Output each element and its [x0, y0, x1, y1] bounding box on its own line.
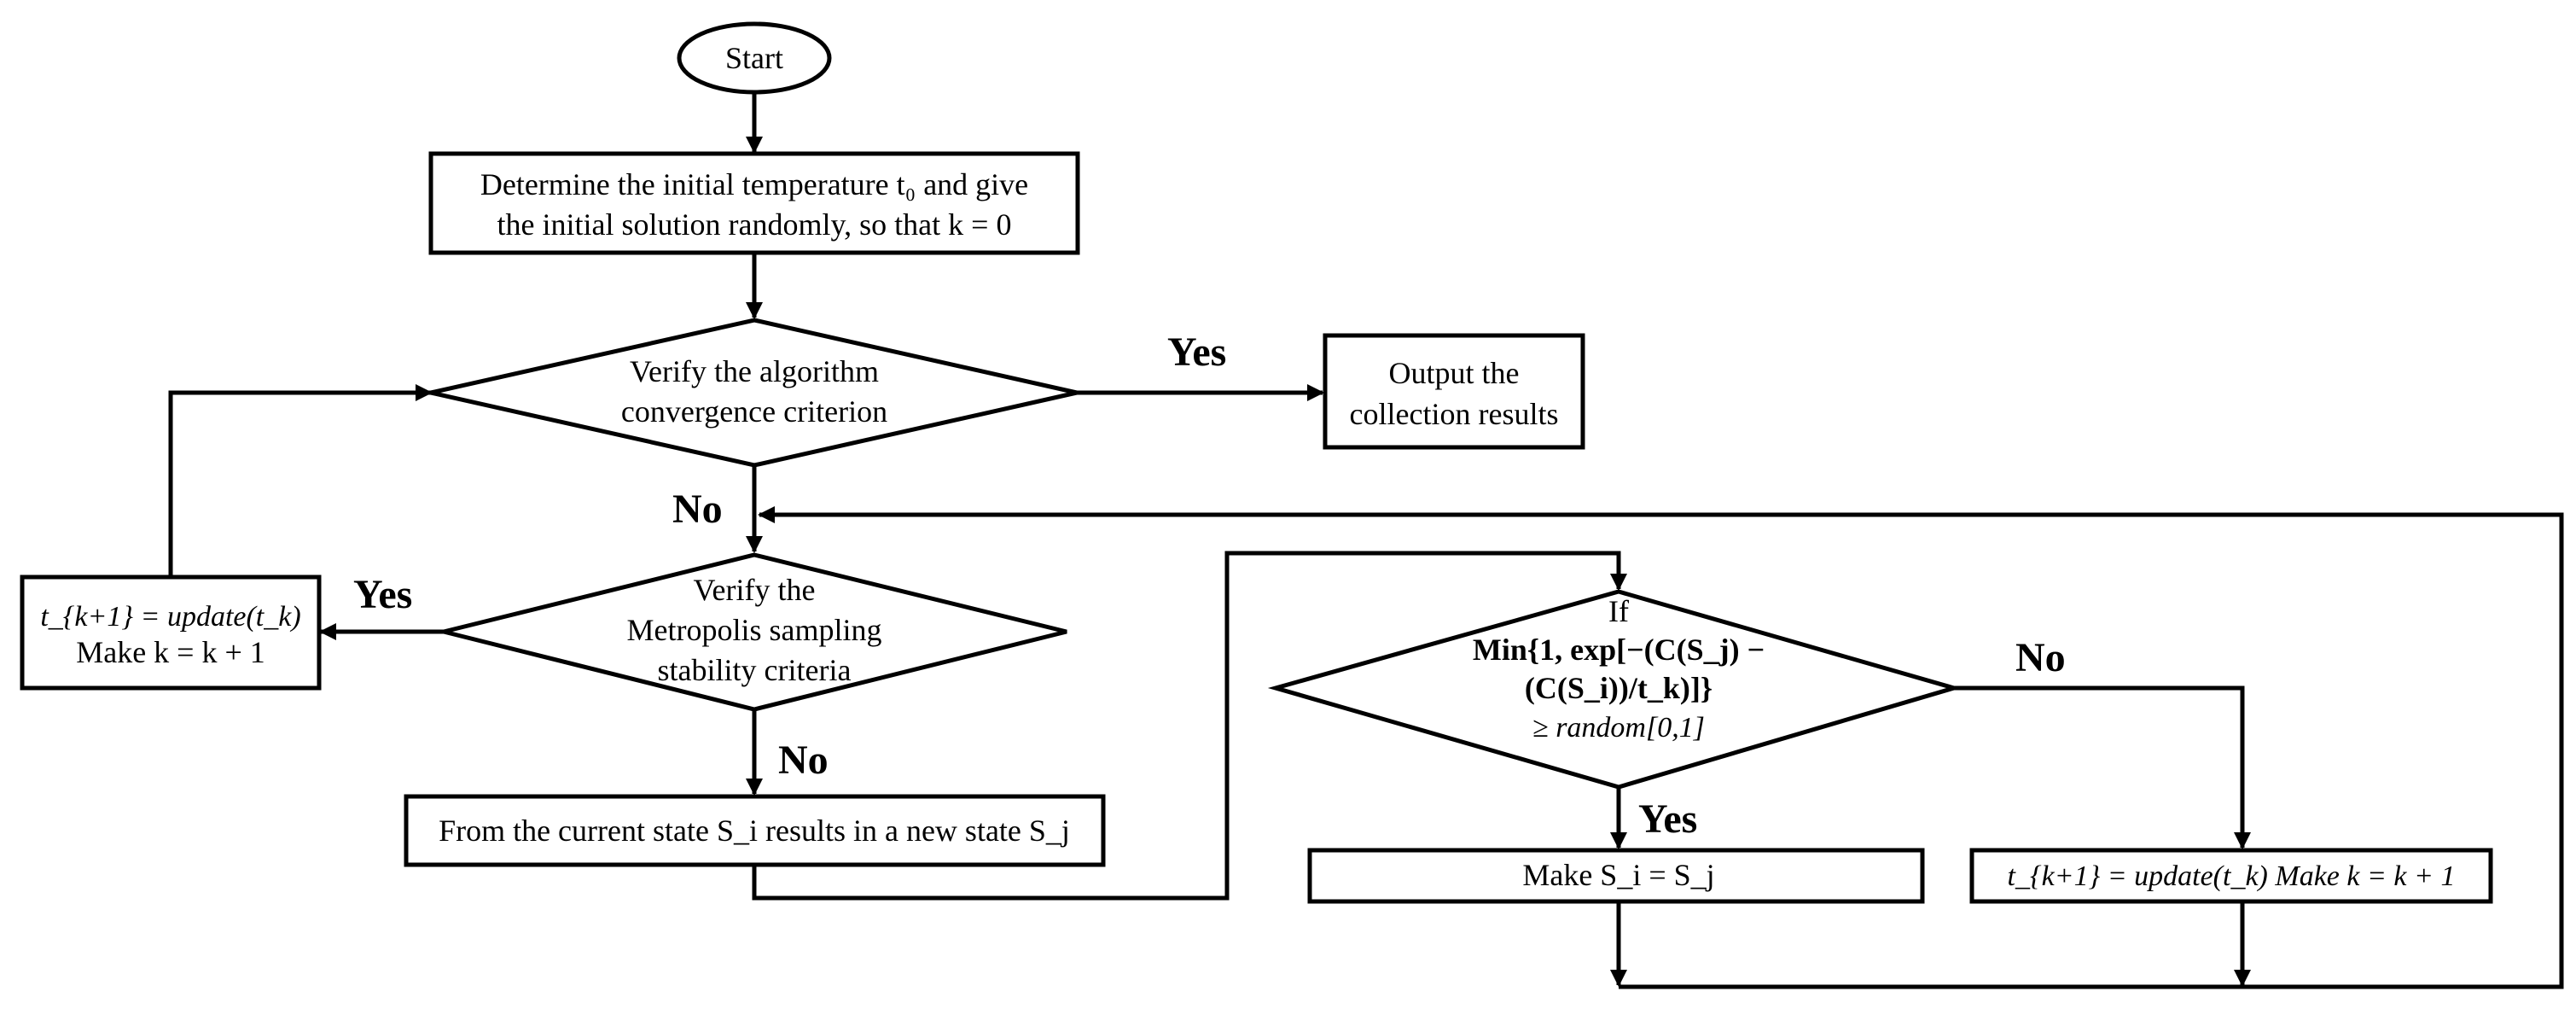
- make-equal-box: [1307, 848, 1925, 904]
- metropolis-label-line2: Metropolis sampling: [627, 613, 882, 647]
- condition-no-label: No: [2015, 635, 2066, 680]
- output-box: [1323, 333, 1585, 450]
- edge-condition-no-to-update-right: [1954, 685, 2251, 849]
- convergence-decision: [430, 318, 1078, 468]
- convergence-no-label: No: [672, 487, 723, 532]
- edge-newstate-to-condition: [752, 551, 1627, 901]
- update-right-label: t_{k+1} = update(t_k) Make k = k + 1: [2008, 860, 2456, 892]
- condition-label-line3: (C(S_i))/t_k)]}: [1525, 671, 1712, 705]
- condition-yes-label: Yes: [1638, 796, 1697, 842]
- newstate-box: [404, 794, 1106, 867]
- metropolis-no-label: No: [778, 738, 829, 783]
- convergence-label-line2: convergence criterion: [621, 394, 887, 429]
- update-right-box: [1969, 848, 2493, 904]
- metropolis-label-line1: Verify the: [694, 573, 816, 607]
- edge-loop-back-to-metropolis: [758, 506, 2564, 989]
- start-node: [677, 21, 832, 95]
- output-label-line1: Output the: [1389, 356, 1520, 390]
- edge-update-loop-to-convergence: [168, 384, 433, 577]
- init-box: [428, 151, 1080, 255]
- metropolis-decision: [443, 552, 1067, 712]
- init-label-line1: Determine the initial temperature t₀ and…: [480, 167, 1028, 201]
- condition-label-line2: Min{1, exp[−(C(S_j) −: [1473, 633, 1765, 667]
- convergence-label-line1: Verify the algorithm: [630, 354, 879, 388]
- condition-label-line1: If: [1608, 594, 1629, 628]
- output-label-line2: collection results: [1350, 397, 1559, 431]
- update-left-box: [20, 574, 322, 691]
- metropolis-yes-label: Yes: [353, 572, 412, 617]
- newstate-label: From the current state S_i results in a …: [439, 814, 1070, 848]
- metropolis-label-line3: stability criteria: [658, 653, 852, 687]
- convergence-yes-label: Yes: [1167, 330, 1226, 375]
- init-label-line2: the initial solution randomly, so that k…: [497, 207, 1012, 242]
- update-left-line2: Make k = k + 1: [76, 635, 265, 669]
- start-label: Start: [725, 41, 783, 75]
- update-left-line1: t_{k+1} = update(t_k): [40, 601, 300, 633]
- condition-label-line4: ≥ random[0,1]: [1532, 712, 1705, 744]
- acceptance-decision: [1267, 589, 1962, 790]
- make-equal-label: Make S_i = S_j: [1522, 858, 1714, 892]
